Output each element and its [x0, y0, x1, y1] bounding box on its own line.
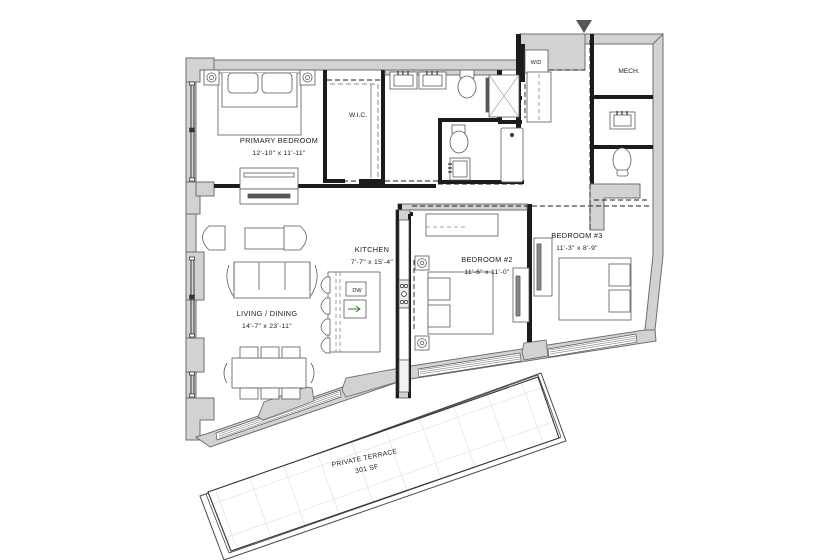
label-dishwasher: DW — [352, 288, 362, 294]
bedroom-2-furniture — [414, 213, 499, 351]
kitchen-fixtures — [320, 219, 410, 393]
label-bedroom-3-name: BEDROOM #3 — [551, 231, 602, 240]
bedroom-3-furniture — [512, 237, 632, 323]
label-kitchen-name: KITCHEN — [355, 245, 390, 254]
label-living-dining-dim: 14'-7" x 23'-11" — [242, 323, 292, 330]
private-terrace — [199, 372, 567, 560]
label-bedroom-3-dim: 11'-3" x 8'-9" — [556, 245, 598, 252]
powder-room-fixtures — [609, 111, 636, 177]
label-bedroom-2-dim: 11'-6" x 11'-0" — [464, 269, 510, 276]
label-mech: MECH. — [618, 68, 639, 75]
label-primary-bedroom-name: PRIMARY BEDROOM — [240, 136, 318, 145]
north-indicator — [576, 20, 592, 33]
terrace-facing-wall — [194, 329, 657, 448]
laundry-fixtures — [524, 49, 552, 123]
left-exterior-windows — [189, 81, 195, 398]
label-bedroom-2-name: BEDROOM #2 — [461, 255, 512, 264]
label-kitchen-dim: 7'-7" x 15'-4" — [351, 259, 394, 266]
primary-bedroom-furniture — [203, 69, 316, 205]
label-washer-dryer: W/D — [531, 60, 542, 66]
exterior-wall-pilasters — [185, 57, 215, 441]
wic-shelving — [330, 83, 379, 178]
secondary-bath-fixtures — [448, 124, 524, 183]
living-dining-furniture — [202, 225, 318, 400]
room-labels: PRIMARY BEDROOM 12'-10" x 11'-11" W.I.C.… — [237, 60, 640, 330]
door-openings — [214, 40, 650, 330]
primary-bath-fixtures — [389, 69, 520, 118]
label-living-dining-name: LIVING / DINING — [237, 309, 298, 318]
label-private-terrace-area: 301 SF — [355, 463, 380, 475]
label-primary-bedroom-dim: 12'-10" x 11'-11" — [252, 150, 306, 157]
label-wic: W.I.C. — [349, 112, 367, 119]
